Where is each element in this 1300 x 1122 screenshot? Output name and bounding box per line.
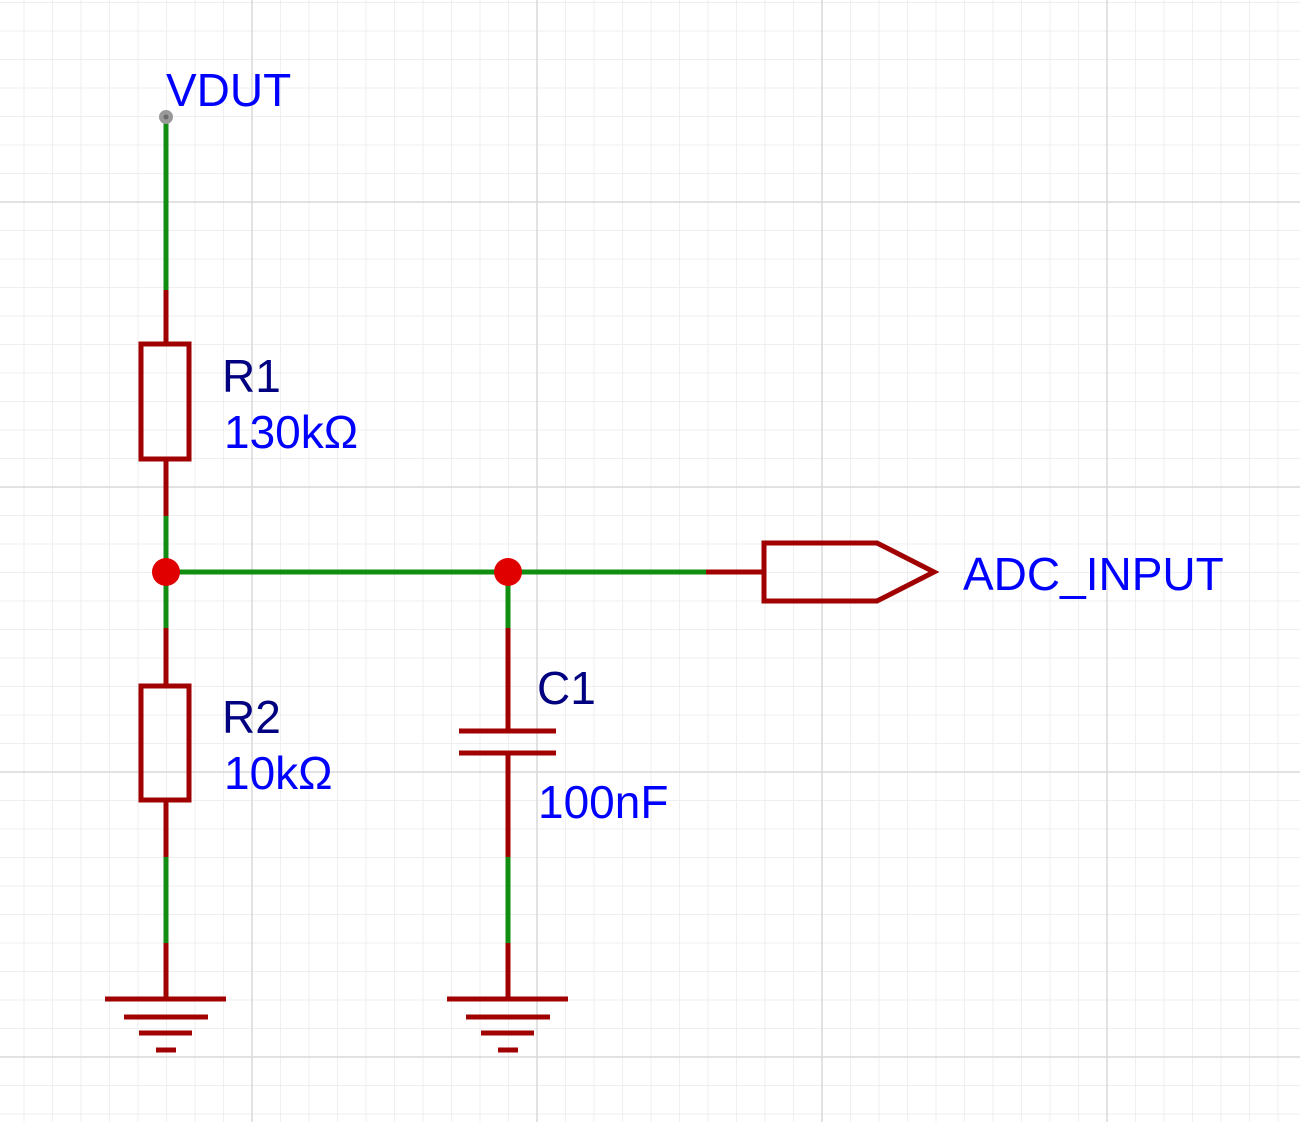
resistor-r2[interactable]: R2 10kΩ [138,628,333,857]
resistor-r1[interactable]: R1 130kΩ [138,290,358,516]
vdut-power-pin[interactable]: VDUT [159,64,291,290]
ground-symbol-icon[interactable] [447,943,568,1053]
capacitor-c1[interactable]: C1 100nF [459,628,668,857]
r1-value: 130kΩ [224,406,358,458]
r2-value: 10kΩ [224,747,333,799]
junction-dot[interactable] [494,558,522,586]
net-label-adc-input[interactable]: ADC_INPUT [963,548,1224,600]
net-label-vdut[interactable]: VDUT [166,64,291,116]
pin-endpoint-center [163,114,169,120]
junction-dot[interactable] [152,558,180,586]
adc-input-port[interactable]: ADC_INPUT [706,540,1224,604]
c1-value: 100nF [538,776,668,828]
r2-designator: R2 [222,691,281,743]
ground-symbol-icon[interactable] [105,943,226,1053]
port-arrow-icon [761,540,940,604]
c1-designator: C1 [537,662,596,714]
r1-designator: R1 [222,350,281,402]
